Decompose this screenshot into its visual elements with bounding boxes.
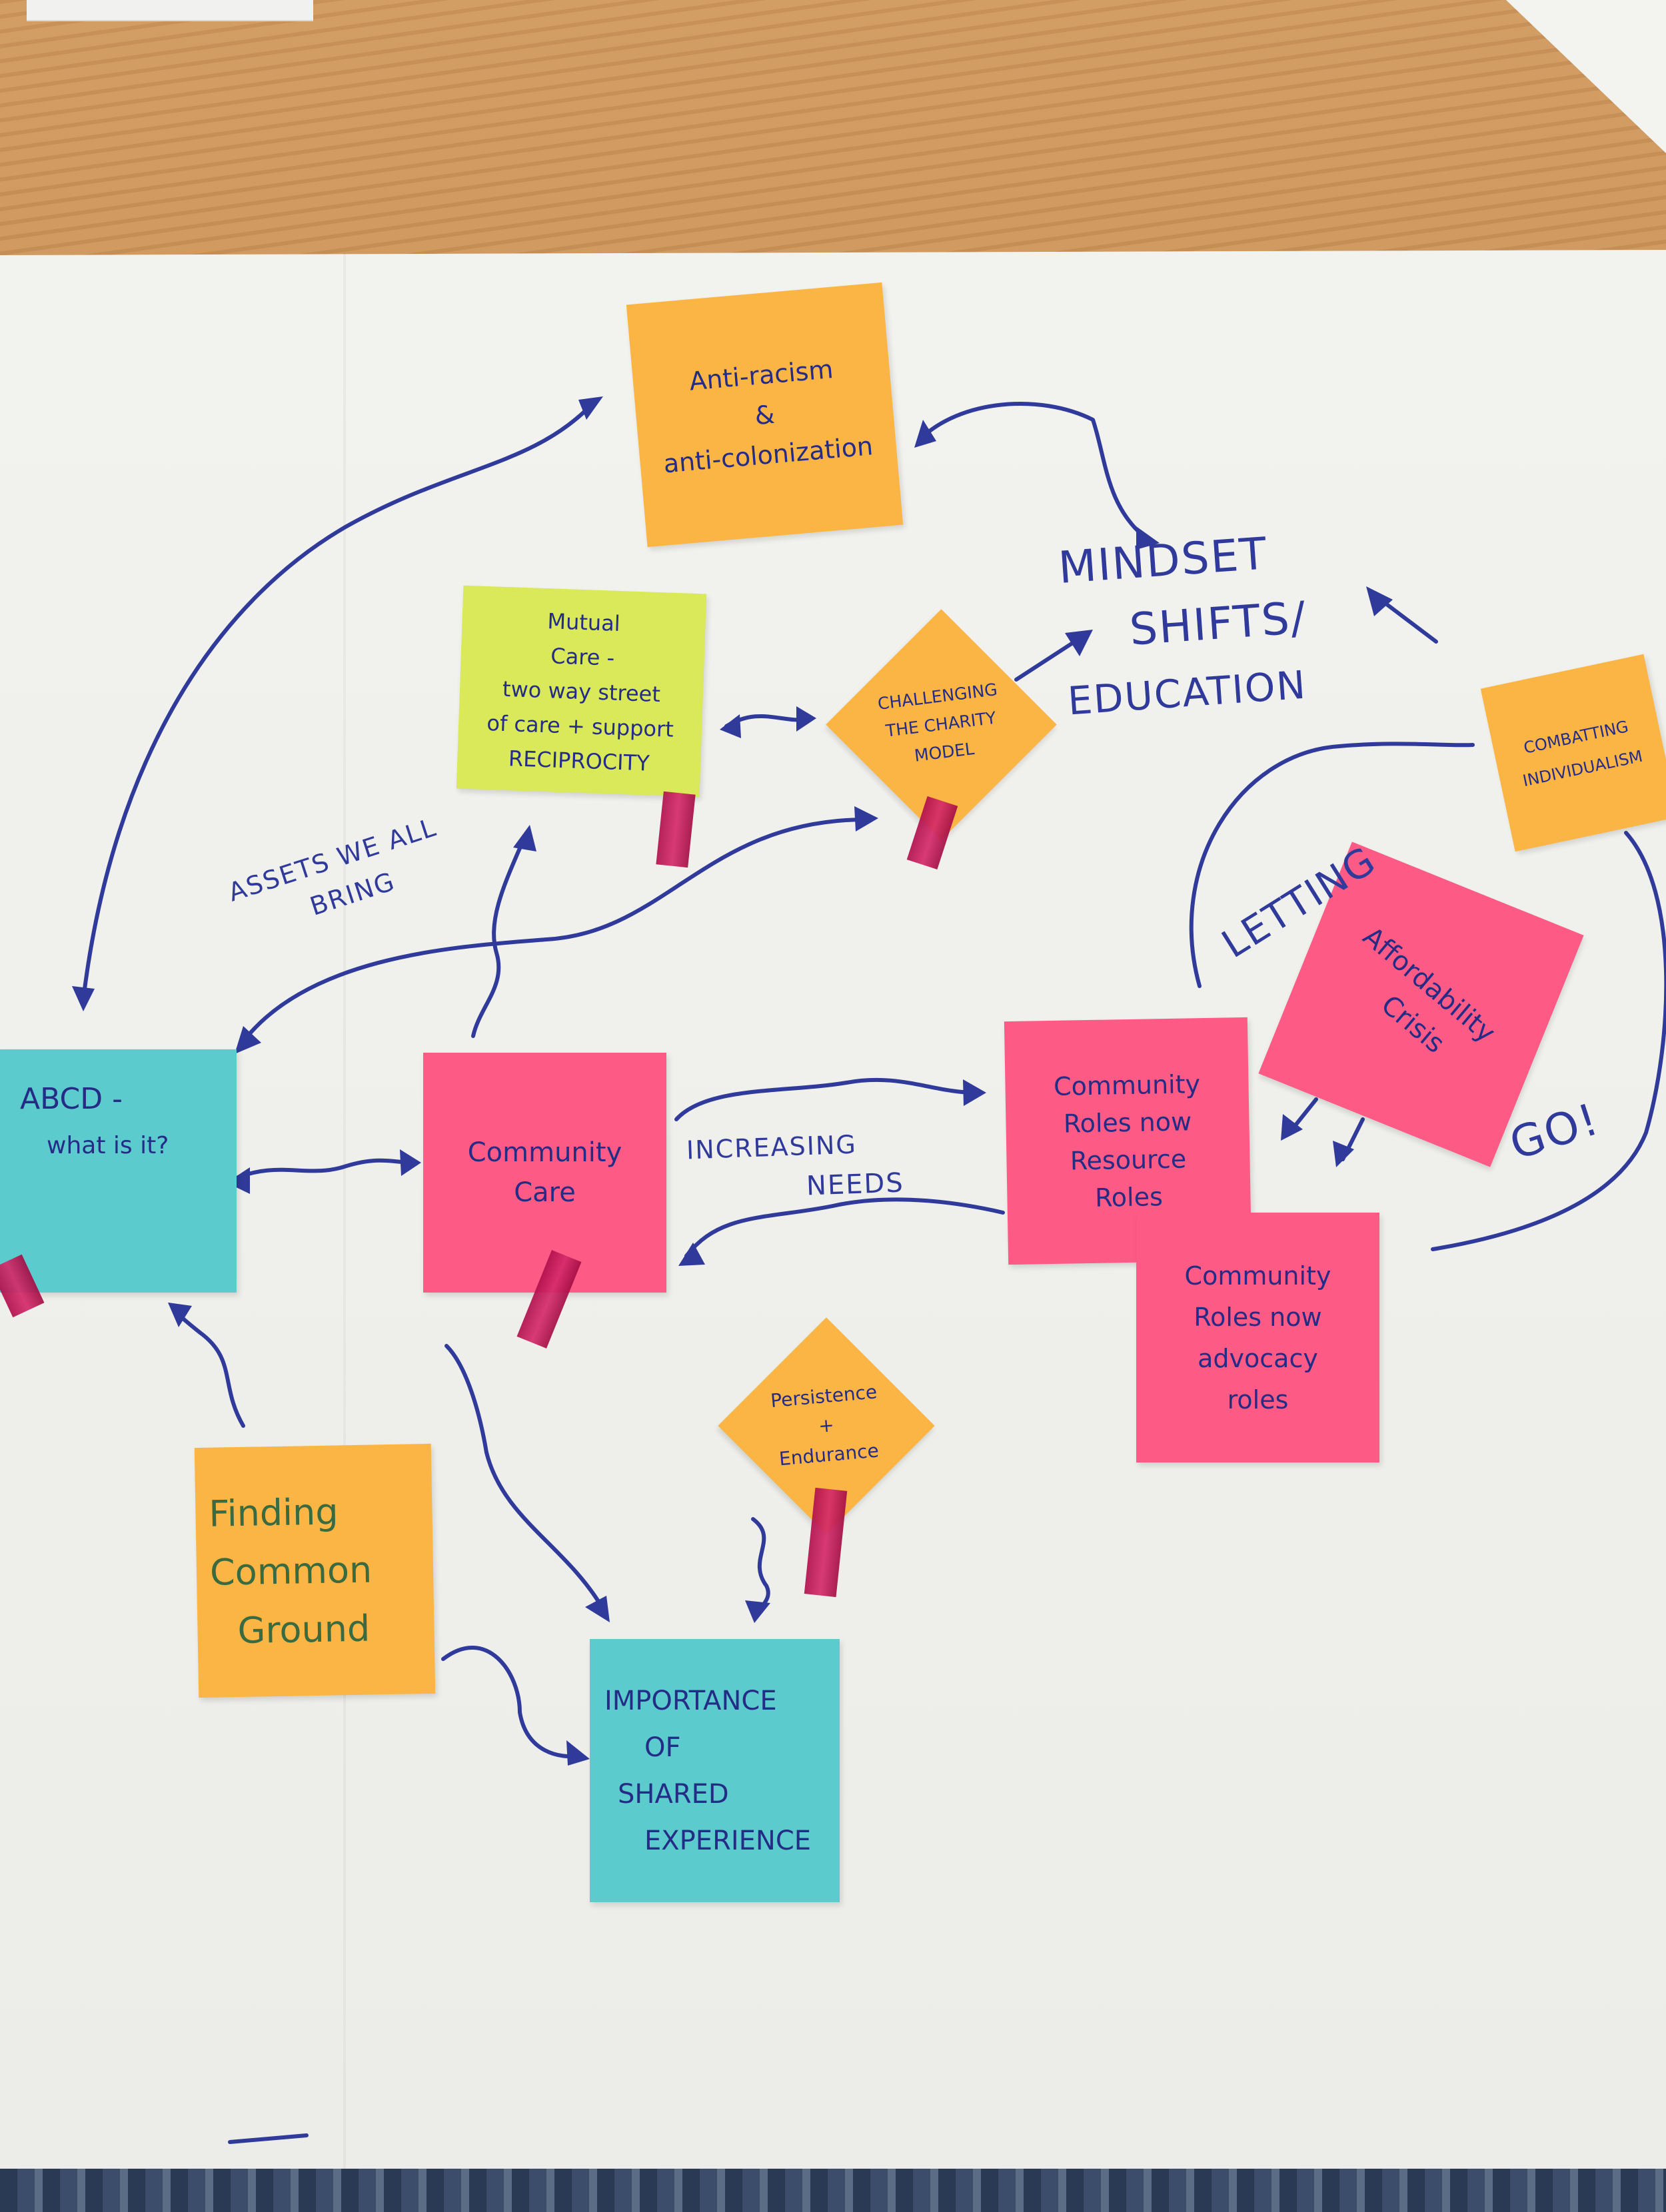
arrow-care-resource xyxy=(674,1077,978,1121)
arrowhead xyxy=(513,825,536,851)
note-text: Community xyxy=(1053,1069,1201,1101)
note-text: EXPERIENCE xyxy=(644,1825,812,1856)
note-text: roles xyxy=(1227,1384,1289,1414)
note-text: Mutual xyxy=(546,608,621,636)
note-text: two way street xyxy=(502,676,661,707)
note-text: advocacy xyxy=(1198,1343,1318,1373)
label-increasing: INCREASING xyxy=(686,1129,858,1165)
arrow-letting-go-return xyxy=(1431,831,1666,1251)
arrowhead xyxy=(1065,630,1093,656)
note-text: SHARED xyxy=(618,1778,729,1810)
arrowhead xyxy=(1136,526,1160,550)
arrowhead xyxy=(720,714,741,738)
arrowhead xyxy=(168,1303,192,1327)
note-anti-racism: Anti-racism & anti-colonization xyxy=(626,282,904,548)
arrowhead xyxy=(578,396,603,420)
note-text: Care - xyxy=(550,642,615,671)
note-abcd: ABCD - what is it? xyxy=(0,1049,237,1293)
arrow-abcd-anti-racism xyxy=(81,401,595,1001)
note-text: Community xyxy=(467,1137,622,1168)
arrowhead xyxy=(854,806,878,831)
arrow-care-mutual xyxy=(471,831,528,1038)
arrowhead xyxy=(914,420,936,448)
note-text: Care xyxy=(514,1177,576,1208)
arrow-abcd-care xyxy=(231,1158,415,1181)
note-text: anti-colonization xyxy=(662,430,874,478)
note-text: IMPORTANCE xyxy=(604,1685,777,1716)
arrow-ground-shared xyxy=(441,1645,582,1759)
note-text: Common xyxy=(209,1548,373,1594)
stray-mark xyxy=(228,2133,309,2144)
arrowhead xyxy=(1281,1114,1303,1141)
corner-paper-triangle xyxy=(1506,0,1666,153)
arrow-letting-go xyxy=(1189,742,1475,988)
arrow-ground-abcd xyxy=(171,1307,245,1428)
note-text: Anti-racism xyxy=(688,354,834,396)
arrowhead xyxy=(566,1740,590,1766)
arrow-persistence-shared xyxy=(751,1517,770,1614)
note-advocacy-roles: Community Roles now advocacy roles xyxy=(1136,1213,1379,1462)
note-text: Finding xyxy=(208,1490,339,1535)
arrowhead xyxy=(678,1243,705,1266)
note-text: Community xyxy=(1184,1261,1331,1291)
arrowhead xyxy=(963,1079,986,1106)
note-finding-common-ground: Finding Common Ground xyxy=(194,1443,436,1698)
arrowhead xyxy=(72,986,95,1011)
note-text: Roles now xyxy=(1063,1106,1192,1139)
arrowhead xyxy=(227,1167,250,1194)
arrow-anti-racism-mindset xyxy=(918,402,1148,540)
note-text: Roles xyxy=(1094,1181,1164,1213)
arrowhead xyxy=(796,706,816,732)
note-mutual-care: Mutual Care - two way street of care + s… xyxy=(456,585,707,798)
note-text: RECIPROCITY xyxy=(508,745,650,776)
arrow-abcd-challenging xyxy=(238,818,868,1048)
note-text: OF xyxy=(644,1732,681,1763)
arrowhead xyxy=(1366,586,1393,616)
note-text: Resource xyxy=(1070,1143,1187,1176)
arrow-resource-care xyxy=(684,1197,1005,1258)
note-text: Ground xyxy=(237,1607,371,1652)
note-community-care: Community Care xyxy=(423,1053,666,1293)
arrowhead xyxy=(400,1149,421,1176)
note-text: what is it? xyxy=(47,1132,169,1159)
note-combatting-individualism: COMBATTING INDIVIDUALISM xyxy=(1480,654,1666,852)
note-text: & xyxy=(753,399,776,430)
label-needs: NEEDS xyxy=(806,1167,905,1202)
note-text: Roles now xyxy=(1194,1302,1322,1332)
arrowhead xyxy=(745,1600,770,1623)
corner-paper xyxy=(27,0,313,21)
arrowhead xyxy=(235,1026,261,1054)
arrowhead xyxy=(1333,1141,1354,1167)
arrowhead xyxy=(585,1596,610,1622)
note-shared-experience: IMPORTANCE OF SHARED EXPERIENCE xyxy=(590,1639,840,1902)
note-text: ABCD - xyxy=(20,1082,123,1116)
fabric-edge xyxy=(0,2169,1666,2212)
arrow-care-shared xyxy=(444,1344,605,1611)
label-mindset: MINDSET SHIFTS/ EDUCATION xyxy=(1056,518,1313,735)
